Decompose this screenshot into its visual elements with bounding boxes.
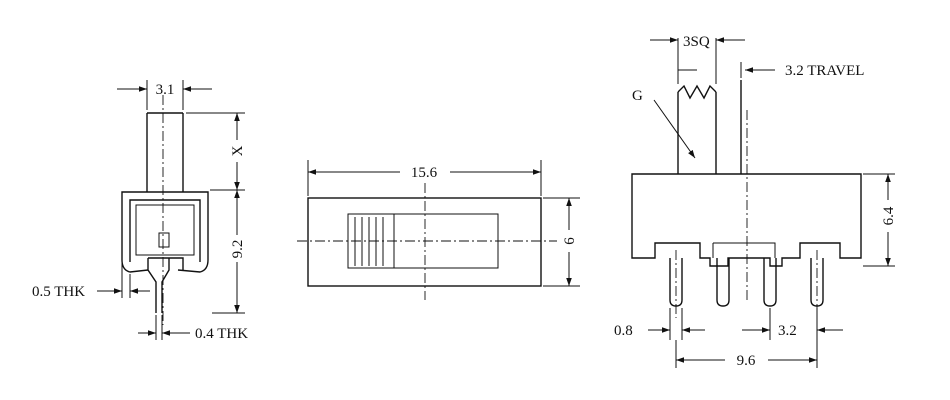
front-travel-label: 3.2 TRAVEL	[785, 63, 864, 79]
front-body	[631, 173, 862, 267]
side-pin	[147, 258, 170, 313]
front-pin-width-label: 0.8	[614, 323, 633, 339]
side-frame-inner	[129, 199, 201, 262]
front-body-height-label: 6.4	[881, 206, 897, 225]
top-body	[307, 197, 542, 287]
front-gate-label: G	[632, 88, 643, 104]
front-pin-3	[763, 258, 777, 307]
side-width-label: 3.1	[156, 82, 175, 98]
top-view: 15.6 6	[297, 160, 580, 300]
front-pin-2	[716, 258, 730, 307]
top-length-label: 15.6	[411, 165, 438, 181]
front-pin-span-label: 9.6	[737, 353, 756, 369]
side-frame-thickness-label: 0.5 THK	[32, 284, 85, 300]
side-body-height-label: 9.2	[230, 240, 246, 259]
front-actuator-size-label: 3SQ	[683, 34, 710, 50]
top-height-label: 6	[562, 237, 578, 245]
side-x-label: X	[230, 145, 246, 156]
side-contact	[158, 232, 170, 248]
front-actuator	[677, 92, 717, 174]
side-view: 3.1 X 9.2 0.5 THK 0.4 THK	[32, 80, 248, 342]
front-view: G 3SQ 3.2 TRAVEL 6.4 0.8 3.2	[614, 34, 897, 369]
side-frame	[121, 191, 209, 260]
front-pin-pitch-label: 3.2	[778, 323, 797, 339]
side-pin-thickness-label: 0.4 THK	[195, 326, 248, 342]
side-actuator	[146, 112, 184, 192]
side-housing	[135, 204, 195, 256]
